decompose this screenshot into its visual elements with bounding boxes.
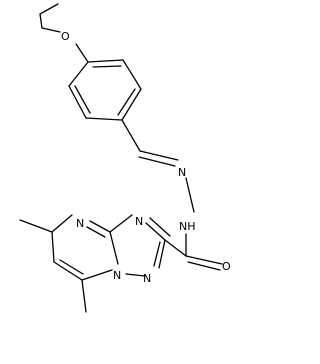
- bond: [117, 88, 136, 116]
- bond: [19, 219, 53, 233]
- bond: [153, 241, 161, 267]
- bond: [85, 117, 123, 121]
- bond: [92, 65, 122, 68]
- molecule-structure: O N NH O N N N N: [19, 3, 231, 313]
- bond: [86, 226, 106, 238]
- atom-label-triazole-nitrogen-bottom: N: [143, 272, 151, 285]
- atom-labels: O N NH O N N N N: [61, 30, 231, 285]
- atom-label-oxygen-carbonyl: O: [222, 260, 231, 273]
- bond: [59, 259, 84, 275]
- bond: [138, 156, 176, 167]
- bond: [164, 239, 187, 257]
- ethoxy-group: [39, 3, 89, 63]
- bond: [109, 214, 133, 233]
- pyrimidine-ring: [51, 214, 113, 281]
- bond: [53, 261, 83, 281]
- bond: [87, 59, 124, 63]
- bond: [51, 214, 73, 233]
- bond: [89, 220, 111, 233]
- bond: [109, 231, 119, 265]
- bond: [81, 279, 87, 313]
- bond: [149, 217, 171, 237]
- bond: [158, 239, 166, 269]
- benzene-ring: [68, 59, 142, 121]
- bond: [122, 59, 142, 90]
- bond: [187, 261, 221, 271]
- bond: [39, 3, 59, 15]
- bond: [74, 85, 91, 114]
- bond: [145, 222, 166, 241]
- bond: [125, 273, 146, 277]
- triazole-ring: [109, 214, 171, 277]
- atom-label-bridge-nitrogen: N: [113, 269, 121, 282]
- bond: [41, 27, 61, 33]
- atom-label-pyrimidine-nitrogen: N: [76, 217, 84, 230]
- bond: [121, 88, 142, 121]
- atom-label-oxygen-ether: O: [61, 30, 70, 43]
- methyl-groups: [19, 219, 87, 313]
- bond: [139, 150, 179, 161]
- bond: [68, 85, 87, 119]
- bond: [51, 231, 55, 263]
- atom-label-imine-nitrogen: N: [178, 166, 186, 179]
- hydrazone-linker: [121, 119, 223, 271]
- bond: [75, 43, 89, 63]
- bond: [121, 119, 141, 152]
- bond: [185, 255, 223, 265]
- atom-label-triazole-nitrogen-right: N: [135, 215, 143, 228]
- bond: [81, 269, 113, 281]
- bond: [185, 177, 195, 213]
- bond: [68, 61, 89, 87]
- atom-label-nh: NH: [179, 220, 196, 233]
- bond: [39, 13, 43, 29]
